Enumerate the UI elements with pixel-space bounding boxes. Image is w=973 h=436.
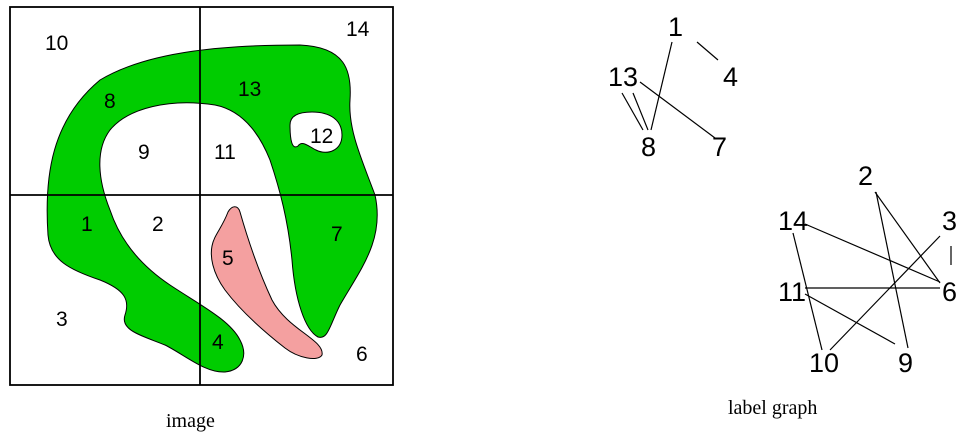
- edge-11-9: [804, 293, 896, 345]
- edge-3-10: [829, 235, 941, 351]
- graph-node-2: 2: [858, 161, 873, 191]
- pink-region-5: [210, 206, 323, 359]
- region-label-4: 4: [212, 331, 224, 354]
- region-label-7: 7: [331, 223, 343, 246]
- graph-node-11: 11: [778, 277, 806, 307]
- edge-14-10: [792, 232, 823, 351]
- region-label-12: 12: [310, 125, 333, 148]
- edge-13-8a: [621, 92, 644, 131]
- graph-node-8: 8: [641, 132, 656, 162]
- graph-node-14: 14: [778, 206, 808, 236]
- edge-14-6: [804, 223, 941, 283]
- graph-caption: label graph: [728, 397, 817, 419]
- region-label-14: 14: [346, 18, 370, 41]
- region-label-13: 13: [238, 78, 261, 101]
- graph-node-6: 6: [942, 277, 957, 307]
- graph-panel: 1 4 13 8 7 2 14 3 11 6 10 9 label graph: [608, 12, 957, 419]
- graph-node-4: 4: [723, 62, 738, 92]
- region-label-1: 1: [81, 213, 93, 236]
- region-label-5: 5: [222, 247, 234, 270]
- graph-node-3: 3: [942, 206, 957, 236]
- region-label-11: 11: [214, 141, 236, 164]
- region-label-10: 10: [45, 32, 68, 55]
- graph-node-7: 7: [712, 132, 727, 162]
- region-label-6: 6: [356, 343, 368, 366]
- region-label-8: 8: [104, 90, 116, 113]
- region-label-2: 2: [152, 213, 164, 236]
- graph-node-9: 9: [898, 348, 913, 378]
- edge-2-6: [874, 191, 941, 284]
- image-panel: 10 14 8 13 12 9 11 1 2 7 5 3 4 6 image: [9, 6, 394, 432]
- edge-13-8b: [632, 92, 649, 131]
- edge-13-7: [639, 81, 716, 139]
- green-region: [46, 44, 378, 373]
- image-caption: image: [166, 410, 215, 432]
- edge-2-9: [875, 191, 909, 349]
- region-label-3: 3: [56, 308, 68, 331]
- region-label-9: 9: [138, 141, 150, 164]
- image-frame: [9, 6, 394, 386]
- edge-1-4: [696, 41, 719, 61]
- hole-region-12: [289, 111, 343, 153]
- edge-1-8: [650, 41, 673, 131]
- graph-node-1: 1: [668, 12, 683, 42]
- graph-node-13: 13: [608, 62, 638, 92]
- graph-node-10: 10: [809, 348, 839, 378]
